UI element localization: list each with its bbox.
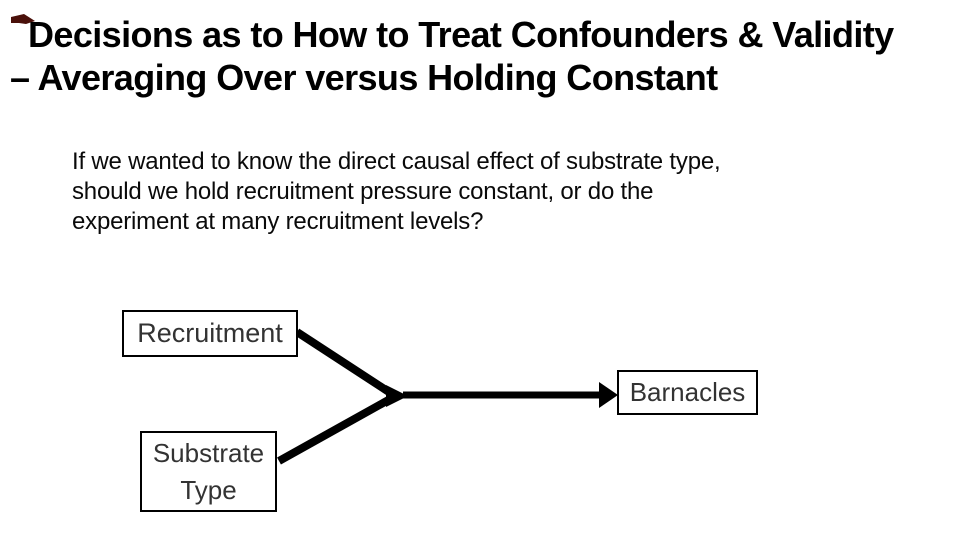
node-barnacles-label: Barnacles [629,377,746,407]
node-recruitment: Recruitment [122,310,298,357]
body-line-3: experiment at many recruitment levels? [72,208,484,235]
slide-title-line-1: Decisions as to How to Treat Confounders… [28,14,894,55]
corner-accent-mark-icon [11,14,35,24]
body-line-1: If we wanted to know the direct causal e… [72,148,721,175]
node-substrate: Substrate Type [140,431,277,512]
edge-recruitment-to-junction [294,328,395,398]
slide-title-line-2: – Averaging Over versus Holding Constant [10,57,718,98]
node-barnacles: Barnacles [617,370,758,415]
body-line-2: should we hold recruitment pressure cons… [72,178,654,205]
node-substrate-label: Substrate Type [152,437,265,505]
node-recruitment-label: Recruitment [137,318,283,348]
edge-substrate-to-junction [277,394,394,465]
junction-arrowhead-icon [386,385,408,407]
barnacles-arrowhead-icon [599,382,618,408]
body-paragraph: If we wanted to know the direct causal e… [72,147,721,237]
